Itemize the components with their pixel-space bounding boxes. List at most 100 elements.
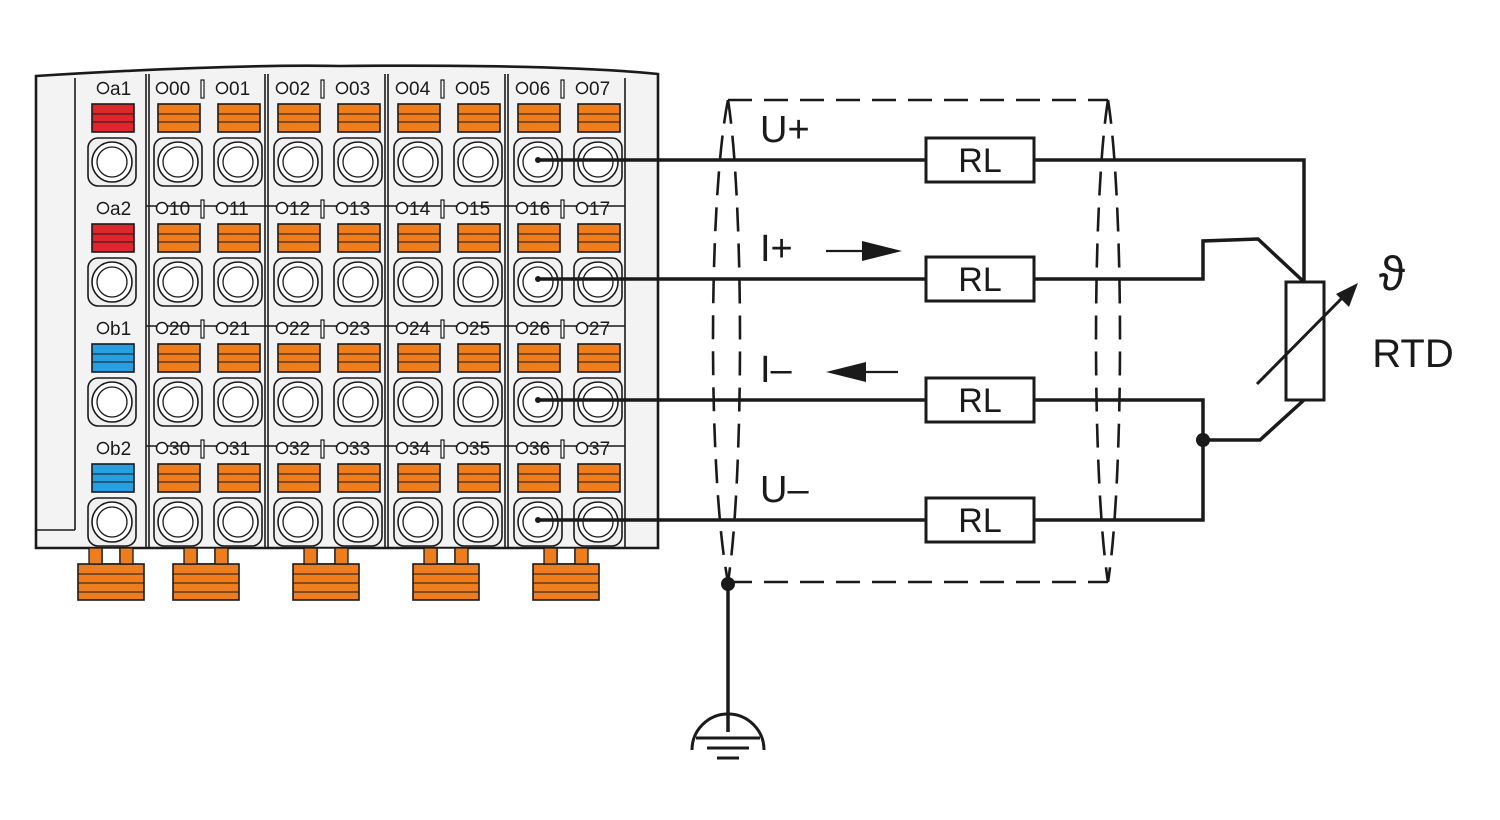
clamp-hole-10-inner <box>162 266 194 298</box>
lever-04[interactable] <box>397 103 441 133</box>
label-divider-icon <box>320 79 325 99</box>
label-divider-icon <box>440 79 445 99</box>
clamp-hole-b2-inner <box>96 506 128 538</box>
lever-00[interactable] <box>157 103 201 133</box>
lever-body <box>172 563 240 601</box>
terminal-marker-icon <box>455 201 469 215</box>
lever-tab <box>574 547 589 565</box>
lever-02[interactable] <box>277 103 321 133</box>
clamp-hole-01-inner <box>222 146 254 178</box>
shield-right-inner <box>1094 99 1110 583</box>
lever-b2[interactable] <box>91 463 135 493</box>
terminal-marker-icon <box>335 201 349 215</box>
terminal-label: 06 <box>529 79 550 100</box>
lever-tab <box>119 547 134 565</box>
lever-15[interactable] <box>457 223 501 253</box>
lever-32[interactable] <box>277 463 321 493</box>
clamp-hole-03-inner <box>342 146 374 178</box>
lever-24[interactable] <box>397 343 441 373</box>
terminal-label: b2 <box>110 439 131 460</box>
lever-30[interactable] <box>157 463 201 493</box>
lever-a2[interactable] <box>91 223 135 253</box>
lever-06[interactable] <box>517 103 561 133</box>
lever-12[interactable] <box>277 223 321 253</box>
current-arrow-left-icon <box>826 362 866 382</box>
lever-07[interactable] <box>577 103 621 133</box>
terminal-marker-icon <box>575 321 589 335</box>
terminal-label: a1 <box>110 79 131 100</box>
lever-17[interactable] <box>577 223 621 253</box>
lever-11[interactable] <box>217 223 261 253</box>
lever-13[interactable] <box>337 223 381 253</box>
lever-33[interactable] <box>337 463 381 493</box>
lever-25[interactable] <box>457 343 501 373</box>
resistor-label: RL <box>958 142 1001 180</box>
lever-05[interactable] <box>457 103 501 133</box>
cable-shield <box>711 98 1122 584</box>
terminal-marker-icon <box>155 201 169 215</box>
left-terminal-b1: b1 <box>87 319 137 427</box>
bottom-release-lever[interactable] <box>77 547 145 601</box>
terminal-label: 14 <box>409 199 431 220</box>
bottom-release-lever[interactable] <box>172 547 240 601</box>
lever-36[interactable] <box>517 463 561 493</box>
lever-35[interactable] <box>457 463 501 493</box>
lever-a1[interactable] <box>91 103 135 133</box>
terminal-12: 12 <box>273 199 325 307</box>
lever-23[interactable] <box>337 343 381 373</box>
clamp-hole-25-inner <box>462 386 494 418</box>
label-divider-icon <box>320 319 325 339</box>
terminal-marker-icon <box>275 441 289 455</box>
terminal-label: 20 <box>169 319 190 340</box>
lever-31[interactable] <box>217 463 261 493</box>
terminal-label: 12 <box>289 199 310 220</box>
lever-16[interactable] <box>517 223 561 253</box>
bottom-release-lever[interactable] <box>532 547 600 601</box>
clamp-hole-33-inner <box>342 506 374 538</box>
wire-end <box>535 397 541 403</box>
label-divider-icon <box>560 79 565 99</box>
terminal-label: 01 <box>229 79 250 100</box>
clamp-hole-07-inner <box>582 146 614 178</box>
lever-22[interactable] <box>277 343 321 373</box>
terminal-label: 22 <box>289 319 310 340</box>
lever-37[interactable] <box>577 463 621 493</box>
bottom-release-lever[interactable] <box>292 547 360 601</box>
lever-01[interactable] <box>217 103 261 133</box>
terminal-label: 03 <box>349 79 370 100</box>
lever-slot <box>101 547 121 565</box>
clamp-hole-a2-inner <box>96 266 128 298</box>
terminal-marker-icon <box>515 81 529 95</box>
terminal-17: 17 <box>573 199 623 307</box>
wire-u-plus-to-rtd <box>1034 158 1306 282</box>
bottom-release-lever[interactable] <box>412 547 480 601</box>
terminal-marker-icon <box>395 321 409 335</box>
terminal-marker-icon <box>96 441 110 455</box>
lever-slot <box>436 547 456 565</box>
lever-b1[interactable] <box>91 343 135 373</box>
wire-3: RLI– <box>535 349 1036 424</box>
terminal-22: 22 <box>273 319 325 427</box>
terminal-marker-icon <box>395 81 409 95</box>
clamp-hole-31-inner <box>222 506 254 538</box>
terminal-label: 25 <box>469 319 490 340</box>
clamp-hole-32-inner <box>282 506 314 538</box>
lever-27[interactable] <box>577 343 621 373</box>
terminal-label: a2 <box>110 199 131 220</box>
terminal-25: 25 <box>453 319 503 427</box>
lever-21[interactable] <box>217 343 261 373</box>
lever-14[interactable] <box>397 223 441 253</box>
terminal-marker-icon <box>395 201 409 215</box>
terminal-marker-icon <box>215 321 229 335</box>
label-divider-icon <box>560 199 565 219</box>
lever-10[interactable] <box>157 223 201 253</box>
terminal-marker-icon <box>96 81 110 95</box>
lever-26[interactable] <box>517 343 561 373</box>
lever-20[interactable] <box>157 343 201 373</box>
lever-34[interactable] <box>397 463 441 493</box>
lever-tab <box>454 547 469 565</box>
terminal-label: 10 <box>169 199 190 220</box>
lever-03[interactable] <box>337 103 381 133</box>
clamp-hole-37-inner <box>582 506 614 538</box>
terminal-label: 21 <box>229 319 250 340</box>
